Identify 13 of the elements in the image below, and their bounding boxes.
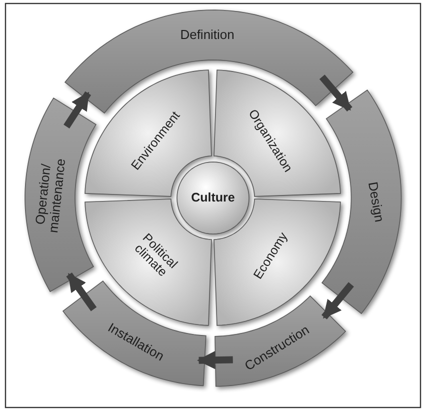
ring-segment bbox=[322, 90, 401, 314]
ring-segment bbox=[25, 98, 96, 292]
arrow bbox=[64, 91, 92, 128]
ring-segment bbox=[62, 281, 206, 386]
arrow bbox=[321, 282, 354, 320]
segment-label: Definition bbox=[180, 28, 234, 42]
arrow bbox=[66, 272, 97, 312]
arrow bbox=[319, 74, 352, 112]
arrow bbox=[196, 351, 233, 370]
segment-label: Operation/ maintenance bbox=[32, 157, 68, 236]
center-label: Culture bbox=[191, 191, 235, 205]
ring-segment bbox=[215, 296, 346, 386]
segment-label: Design bbox=[366, 181, 386, 224]
